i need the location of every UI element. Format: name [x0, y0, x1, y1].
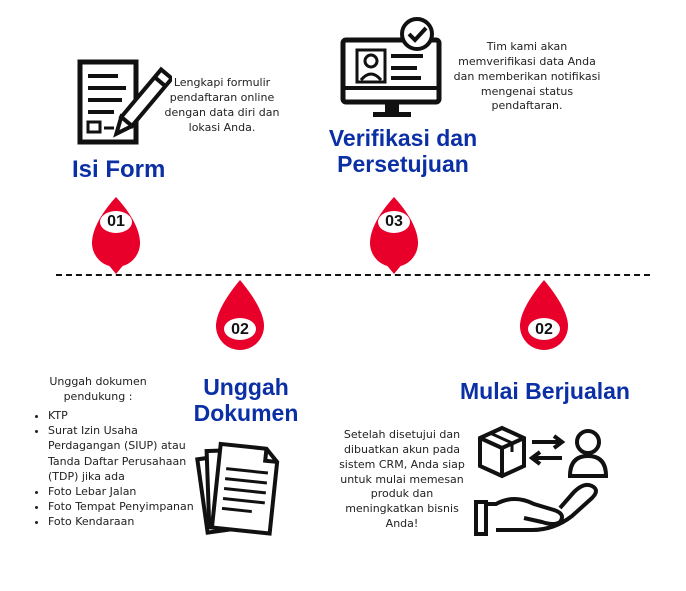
document-item: Foto Tempat Penyimpanan	[48, 499, 198, 514]
timeline-dashed-line	[56, 274, 650, 276]
box-handover-icon	[474, 425, 609, 536]
step1-pin-badge	[100, 211, 132, 233]
step3-pin-badge	[378, 211, 410, 233]
step1-pin-tail	[98, 252, 134, 274]
document-item: Foto Lebar Jalan	[48, 484, 198, 499]
document-item: Surat Izin Usaha Perdagangan (SIUP) atau…	[48, 423, 198, 484]
step2-title-line1: Unggah	[203, 374, 289, 400]
step3-description: Tim kami akan memverifikasi data Anda da…	[453, 40, 601, 113]
step2-document-list: KTP Surat Izin Usaha Perdagangan (SIUP) …	[34, 408, 198, 529]
step4-number: 02	[535, 321, 553, 338]
verification-monitor-icon	[340, 17, 442, 117]
document-item: KTP	[48, 408, 198, 423]
step3-title-line2: Persetujuan	[337, 151, 469, 178]
document-item: Foto Kendaraan	[48, 514, 198, 529]
step1-description: Lengkapi formulir pendaftaran online den…	[164, 76, 280, 134]
step2-title-line2: Dokumen	[193, 400, 299, 427]
step3-title: Verifikasi dan Persetujuan	[315, 125, 491, 178]
step2-intro: Unggah dokumen pendukung :	[49, 375, 147, 403]
form-pencil-icon	[77, 59, 172, 145]
step4-pin-marker	[520, 280, 568, 350]
step2-number: 02	[231, 321, 249, 338]
step2-title: Unggah Dokumen	[186, 374, 306, 427]
step1-title: Isi Form	[72, 156, 166, 183]
document-stack-icon	[195, 441, 280, 536]
step3-number: 03	[385, 213, 403, 230]
step3-title-line1: Verifikasi dan	[328, 125, 478, 151]
step3-pin-tail	[376, 252, 412, 274]
step4-title: Mulai Berjualan	[460, 378, 630, 404]
step2-pin-marker	[216, 280, 264, 350]
step4-description: Setelah disetujui dan dibuatkan akun pad…	[339, 428, 465, 531]
step1-number: 01	[107, 213, 125, 230]
